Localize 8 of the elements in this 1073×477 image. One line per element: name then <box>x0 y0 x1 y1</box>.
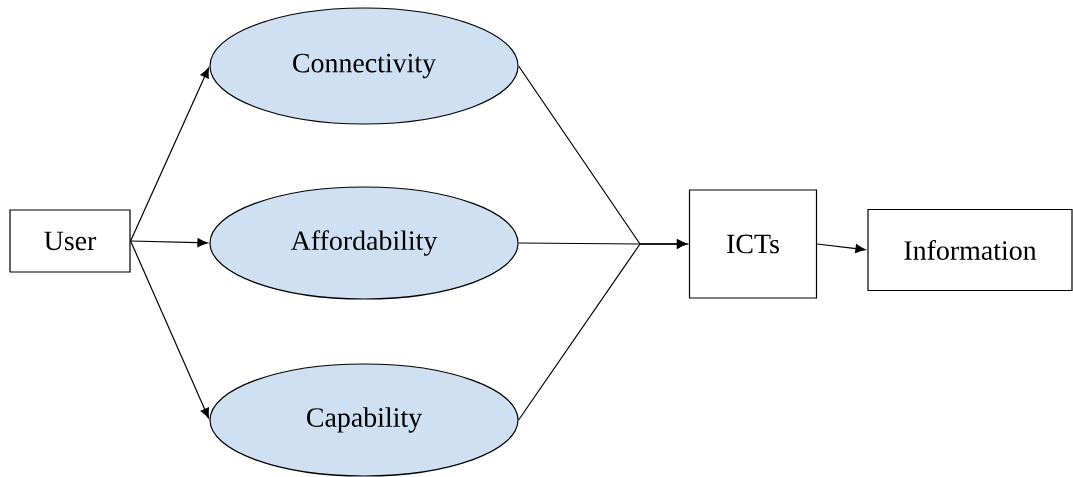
arrow <box>130 67 210 242</box>
process-box: Information <box>867 208 1073 292</box>
process-box: User <box>9 209 131 273</box>
arrow <box>130 240 210 419</box>
arrow <box>518 239 688 421</box>
arrow <box>130 238 208 248</box>
arrow <box>816 243 866 254</box>
process-box: ICTs <box>688 189 818 299</box>
